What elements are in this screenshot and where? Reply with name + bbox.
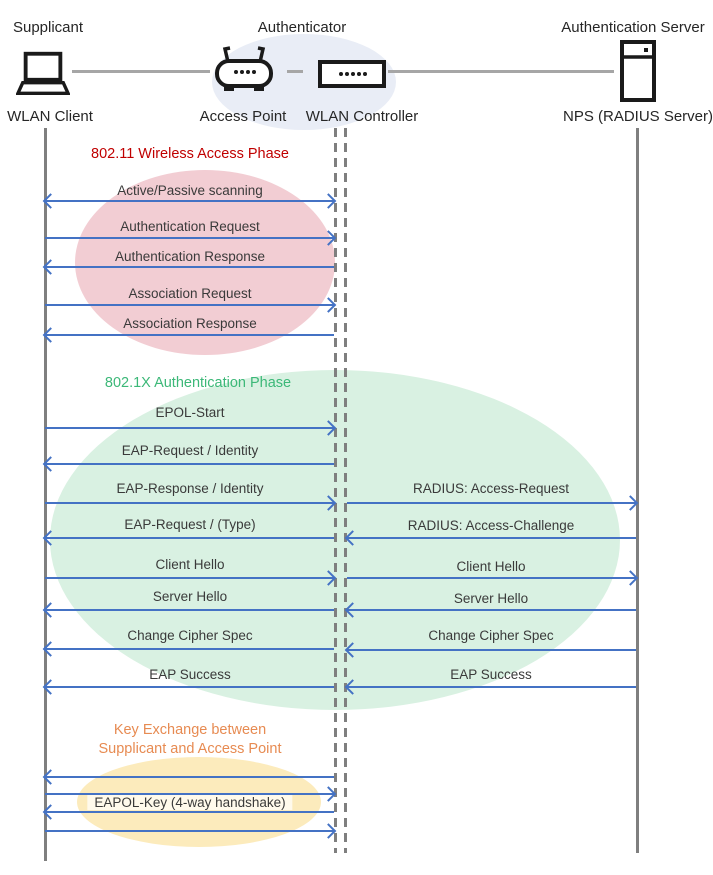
- lifeline-wlan-controller: [344, 128, 347, 853]
- device-wlan-client: WLAN Client: [7, 108, 93, 125]
- message-arrow: [45, 427, 334, 429]
- message-arrow: [45, 237, 334, 239]
- message-label: Authentication Response: [114, 249, 266, 264]
- connector-line-controller-server: [388, 70, 614, 73]
- phase2-title: 802.1X Authentication Phase: [104, 375, 292, 391]
- message-arrow: [347, 502, 636, 504]
- message-label: RADIUS: Access-Challenge: [407, 518, 575, 533]
- message-arrow: [45, 502, 334, 504]
- message-arrow: [347, 537, 636, 539]
- wlan-controller-icon: [318, 60, 386, 88]
- message-arrow: [45, 200, 334, 202]
- connector-line-client-ap: [72, 70, 210, 73]
- message-label: Association Response: [123, 316, 257, 331]
- phase3-title: Key Exchange between Supplicant and Acce…: [99, 721, 282, 759]
- eapol-key-label: EAPOL-Key (4-way handshake): [87, 795, 293, 810]
- laptop-icon: [16, 50, 70, 98]
- message-label: EAP-Response / Identity: [116, 481, 264, 496]
- message-arrow: [45, 537, 334, 539]
- message-label: Server Hello: [152, 589, 228, 604]
- message-arrow: [45, 609, 334, 611]
- message-arrow: [45, 686, 334, 688]
- message-label: RADIUS: Access-Request: [412, 481, 570, 496]
- message-arrow: [45, 266, 334, 268]
- message-label: EAP Success: [450, 667, 532, 682]
- message-arrow: [347, 577, 636, 579]
- message-label: EAP-Request / Identity: [121, 443, 259, 458]
- message-label: Change Cipher Spec: [127, 628, 253, 643]
- access-point-icon: [212, 44, 276, 98]
- message-label: Change Cipher Spec: [428, 628, 554, 643]
- message-label: EPOL-Start: [155, 405, 225, 420]
- message-arrow: [45, 793, 334, 795]
- message-label: Client Hello: [155, 557, 225, 572]
- lifeline-radius-server: [636, 128, 639, 853]
- device-access-point: Access Point: [199, 108, 287, 125]
- message-label: Server Hello: [453, 591, 529, 606]
- phase3-title-line2: Supplicant and Access Point: [98, 741, 282, 757]
- message-arrow: [45, 334, 334, 336]
- role-authentication-server: Authentication Server: [561, 19, 705, 36]
- message-arrow: [45, 648, 334, 650]
- message-label: EAP Success: [149, 667, 231, 682]
- message-arrow: [45, 776, 334, 778]
- message-arrow: [45, 830, 334, 832]
- message-arrow: [45, 577, 334, 579]
- device-wlan-controller: WLAN Controller: [305, 108, 419, 125]
- message-label: EAP-Request / (Type): [124, 517, 256, 532]
- lifeline-access-point: [334, 128, 337, 853]
- phase3-title-line1: Key Exchange between: [113, 722, 267, 738]
- message-arrow: [45, 304, 334, 306]
- connector-dash-ap-controller: [287, 70, 303, 73]
- message-arrow: [347, 686, 636, 688]
- message-label: Active/Passive scanning: [117, 183, 263, 198]
- server-icon: [618, 40, 658, 102]
- role-supplicant: Supplicant: [12, 19, 84, 36]
- message-label: Association Request: [128, 286, 252, 301]
- phase1-title: 802.11 Wireless Access Phase: [91, 146, 289, 162]
- message-arrow: [347, 649, 636, 651]
- message-label: Client Hello: [456, 559, 526, 574]
- device-nps-radius-server: NPS (RADIUS Server): [562, 108, 713, 125]
- message-label: Authentication Request: [120, 219, 260, 234]
- message-arrow: [45, 811, 334, 813]
- message-arrow: [45, 463, 334, 465]
- role-authenticator: Authenticator: [257, 19, 347, 36]
- lifeline-wlan-client: [44, 128, 47, 861]
- message-arrow: [347, 609, 636, 611]
